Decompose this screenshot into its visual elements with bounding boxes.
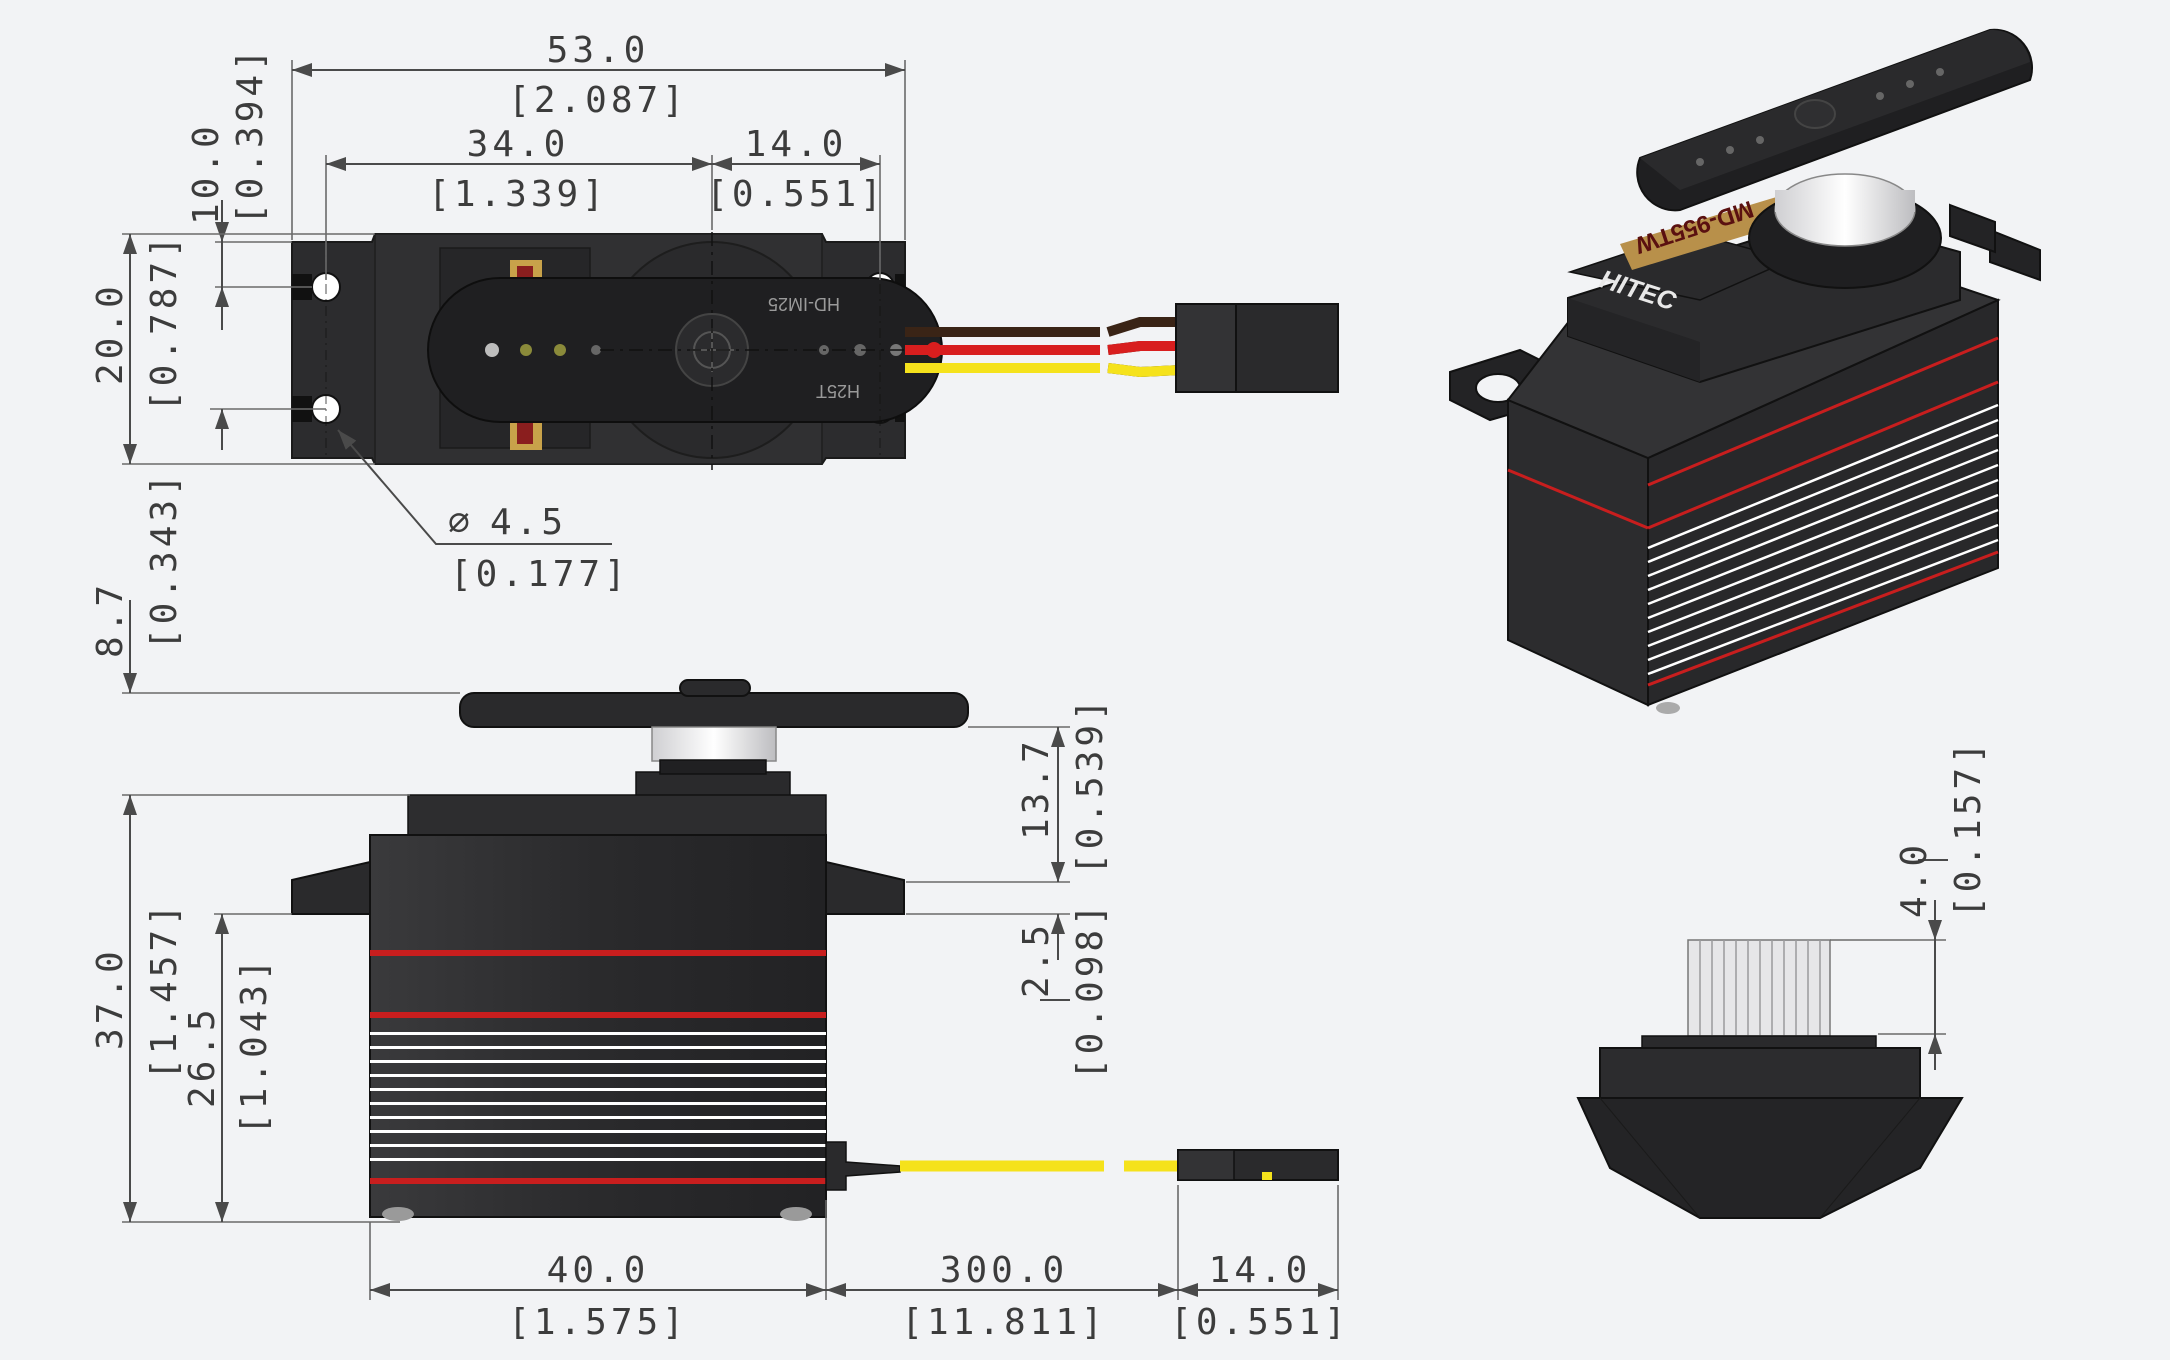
top-view: HD-IM25 H25T (291, 232, 1339, 470)
dim-34-in: [1.339] (428, 174, 608, 215)
dim-37-in: [1.457] (144, 900, 185, 1080)
dim-2_5-in: [0.098] (1070, 900, 1111, 1080)
dim-4-in: [0.157] (1948, 738, 1989, 918)
dim-34-mm: 34.0 (467, 124, 570, 165)
dim-53-in: [2.087] (508, 80, 688, 121)
side-dimensions: 8.7 [0.343] 37.0 [1.457] 26.5 [1.043] 13… (90, 470, 1350, 1343)
spline-dimensions: 4.0 [0.157] (1830, 738, 1989, 1070)
dim-300-in: [11.811] (901, 1302, 1106, 1343)
cooling-fins-white (370, 1032, 826, 1161)
dim-14b-in: [0.551] (1170, 1302, 1350, 1343)
dim-8_7-in: [0.343] (144, 470, 185, 650)
dim-10-mm: 10.0 (186, 122, 227, 225)
dim-8_7-mm: 8.7 (90, 581, 131, 658)
side-horn (459, 692, 969, 728)
dim-40-in: [1.575] (508, 1302, 688, 1343)
dia-symbol: ⌀ (448, 502, 474, 543)
dim-13_7-mm: 13.7 (1016, 737, 1057, 840)
dim-4-mm: 4.0 (1894, 841, 1935, 918)
dim-14-mm: 14.0 (745, 124, 848, 165)
dim-53-mm: 53.0 (547, 30, 650, 71)
dim-300-mm: 300.0 (940, 1250, 1068, 1291)
dim-hole-in: [0.177] (450, 554, 630, 595)
dim-20-in: [0.787] (144, 232, 185, 412)
dim-37-mm: 37.0 (90, 947, 131, 1050)
horn-label-2: H25T (816, 381, 860, 401)
dim-26_5-mm: 26.5 (182, 1005, 223, 1108)
dim-40-mm: 40.0 (547, 1250, 650, 1291)
dim-14b-mm: 14.0 (1209, 1250, 1312, 1291)
dim-20-mm: 20.0 (90, 282, 131, 385)
side-view (291, 679, 1339, 1221)
side-body (369, 834, 827, 1218)
iso-view: MD-955TW HITEC (1449, 28, 2041, 714)
mount-flange-right (825, 860, 905, 915)
iso-fins (1647, 403, 1999, 676)
dim-hole-mm: 4.5 (490, 502, 567, 543)
top-dimensions: 53.0 [2.087] 34.0 [1.339] 14.0 [0.551] 1… (90, 30, 906, 595)
horn-label: HD-IM25 (768, 294, 840, 314)
mount-flange-left (291, 860, 371, 915)
dim-13_7-in: [0.539] (1070, 695, 1111, 875)
dim-10-in: [0.394] (230, 45, 271, 225)
dim-14-in: [0.551] (706, 174, 886, 215)
aluminum-collar (651, 726, 777, 762)
spline-view (1576, 939, 1964, 1219)
dim-26_5-in: [1.043] (234, 955, 275, 1135)
dim-2_5-mm: 2.5 (1016, 921, 1057, 998)
